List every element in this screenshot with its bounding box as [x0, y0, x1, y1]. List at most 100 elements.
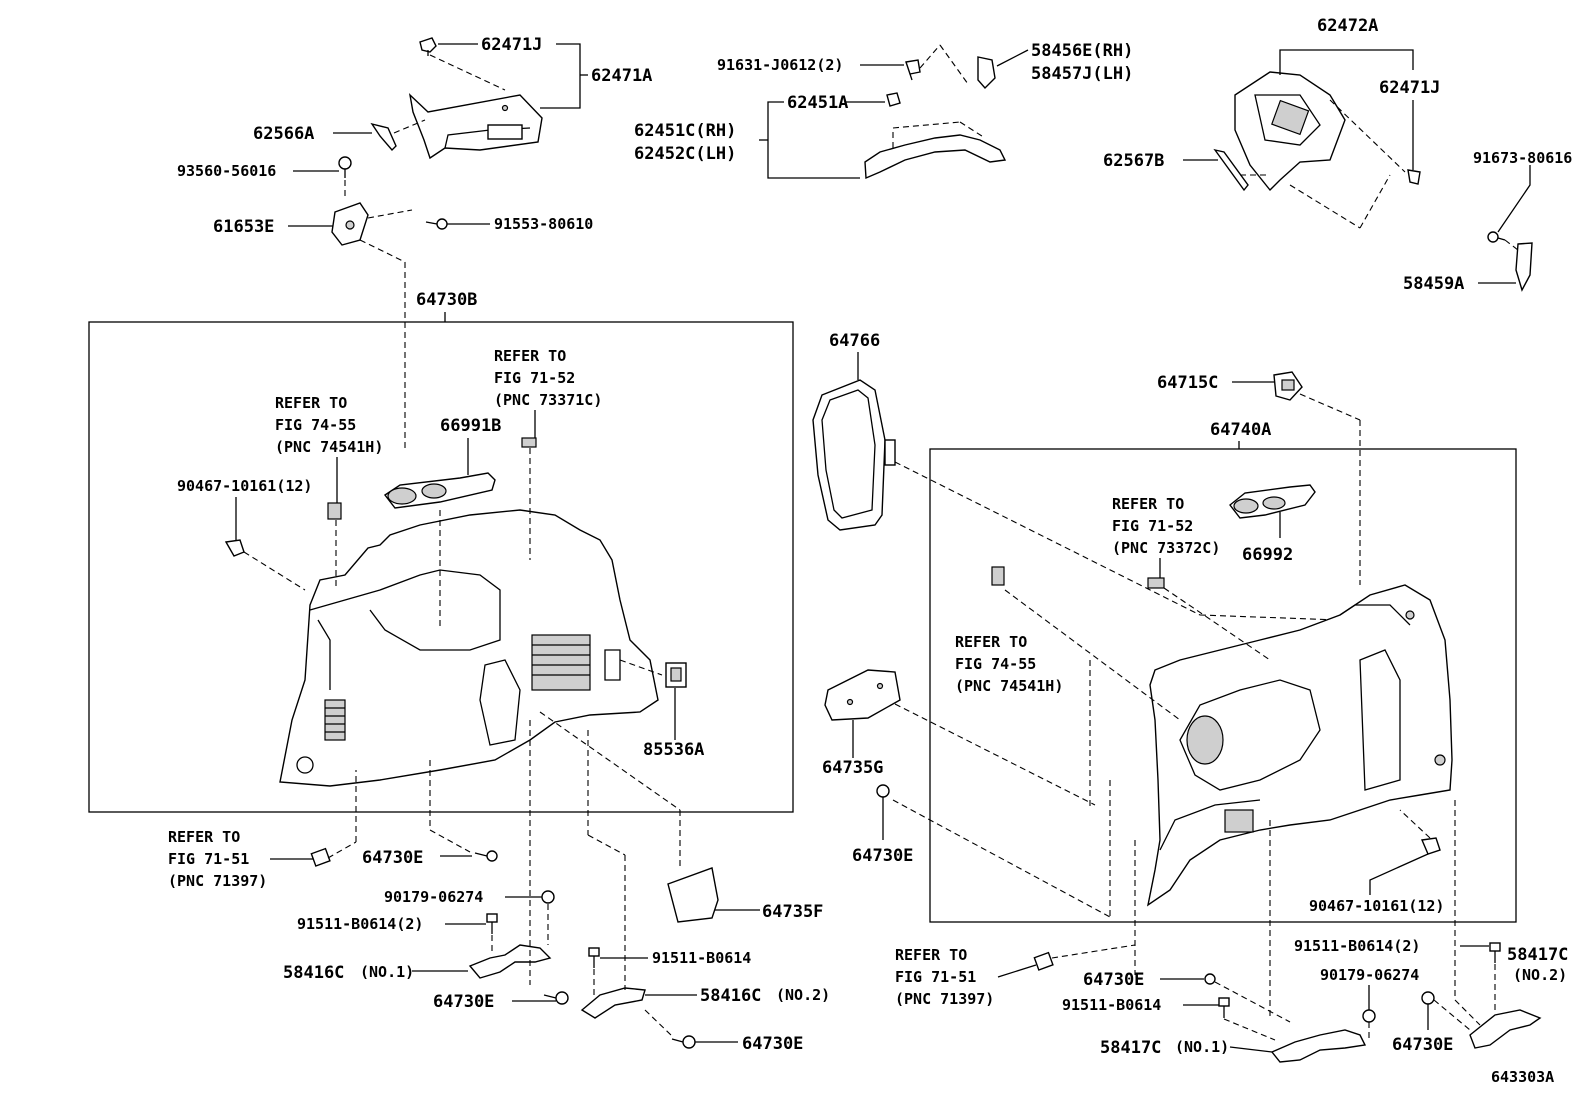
- label-64730E-right2: 64730E: [1392, 1035, 1453, 1055]
- label-58456E: 58456E(RH): [1031, 41, 1133, 61]
- label-91511-B0614-right: 91511-B0614: [1062, 996, 1161, 1014]
- ref-71397-right-l3: (PNC 71397): [895, 990, 994, 1008]
- nut-90179-left: [541, 890, 555, 904]
- label-62471J-top: 62471J: [481, 35, 542, 55]
- clip-73371C: [521, 437, 537, 448]
- label-64730E-left2: 64730E: [433, 992, 494, 1012]
- label-85536A: 85536A: [643, 740, 704, 760]
- label-58417C-no2-sub: (NO.2): [1513, 966, 1567, 984]
- clip-58456E: [977, 56, 996, 90]
- bracket-58417C-no1: [1270, 1029, 1367, 1063]
- clip-64730E-mid: [876, 784, 890, 808]
- label-58457J: 58457J(LH): [1031, 64, 1133, 84]
- ref-71397-left-l1: REFER TO: [168, 828, 240, 846]
- bolt-91511-left2: [486, 913, 498, 934]
- clip-90467-right: [1420, 837, 1441, 855]
- ref-74541H-right-l2: FIG 74-55: [955, 655, 1036, 673]
- label-91673-80616: 91673-80616: [1473, 149, 1572, 167]
- label-58459A: 58459A: [1403, 274, 1464, 294]
- label-58417C-no1: 58417C: [1100, 1038, 1161, 1058]
- label-58417C-no1-sub: (NO.1): [1175, 1038, 1229, 1056]
- clip-91631: [905, 59, 921, 81]
- label-62452C: 62452C(LH): [634, 144, 736, 164]
- label-62472A: 62472A: [1317, 16, 1378, 36]
- clip-74541H-right: [991, 566, 1005, 586]
- label-91511-B0614-right2: 91511-B0614(2): [1294, 937, 1420, 955]
- label-64715C: 64715C: [1157, 373, 1218, 393]
- clip-62567B: [1213, 148, 1249, 192]
- cover-64715C: [1273, 371, 1303, 401]
- label-64730B: 64730B: [416, 290, 477, 310]
- label-91631-J0612: 91631-J0612(2): [717, 56, 843, 74]
- ref-71397-left-l2: FIG 71-51: [168, 850, 249, 868]
- plug-85536A: [665, 662, 687, 688]
- label-64730E-left3: 64730E: [742, 1034, 803, 1054]
- bolt-91511-right2: [1489, 942, 1501, 963]
- label-64735F: 64735F: [762, 902, 823, 922]
- clip-62471J-top: [419, 37, 437, 56]
- label-64730E-left1: 64730E: [362, 848, 423, 868]
- bracket-61653E: [331, 202, 369, 246]
- pillar-garnish-62451C: [864, 121, 1007, 180]
- ref-74541H-left-l3: (PNC 74541H): [275, 438, 383, 456]
- label-58416C-no2-sub: (NO.2): [776, 986, 830, 1004]
- ref-73371C-l1: REFER TO: [494, 347, 566, 365]
- screw-93560: [338, 156, 352, 178]
- clip-62566A: [370, 122, 397, 152]
- label-90467-10161-right: 90467-10161(12): [1309, 897, 1444, 915]
- upper-trim-62472A: [1234, 71, 1346, 192]
- ref-74541H-right-l1: REFER TO: [955, 633, 1027, 651]
- right-assembly-box: [929, 448, 1517, 923]
- label-90179-06274-right: 90179-06274: [1320, 966, 1419, 984]
- ref-73372C-l2: FIG 71-52: [1112, 517, 1193, 535]
- bracket-58459A: [1515, 242, 1533, 292]
- label-64730E-right1: 64730E: [1083, 970, 1144, 990]
- label-61653E: 61653E: [213, 217, 274, 237]
- ref-74541H-left-l2: FIG 74-55: [275, 416, 356, 434]
- label-66991B: 66991B: [440, 416, 501, 436]
- nut-90179-right: [1362, 1009, 1376, 1023]
- label-91511-B0614-left2: 91511-B0614(2): [297, 915, 423, 933]
- label-64730E-mid: 64730E: [852, 846, 913, 866]
- clip-90467-left: [224, 539, 245, 557]
- label-66992: 66992: [1242, 545, 1293, 565]
- clip-62451A: [886, 92, 901, 107]
- pin-64730E-left3: [671, 1035, 696, 1049]
- label-62471J-right: 62471J: [1379, 78, 1440, 98]
- ref-73372C-l1: REFER TO: [1112, 495, 1184, 513]
- ref-74541H-left-l1: REFER TO: [275, 394, 347, 412]
- label-58417C-no2: 58417C: [1507, 945, 1568, 965]
- bracket-58416C-no1: [468, 944, 552, 979]
- bolt-91511-right: [1218, 997, 1230, 1018]
- pin-64730E-left1: [474, 850, 498, 862]
- clip-74541H-left: [327, 502, 342, 520]
- ref-71397-left-l3: (PNC 71397): [168, 872, 267, 890]
- label-58416C-no1-sub: (NO.1): [360, 963, 414, 981]
- cup-holder-66991B: [383, 472, 496, 509]
- pin-64730E-right2: [1421, 991, 1435, 1005]
- left-assembly-box: [88, 321, 794, 813]
- label-90179-06274-left: 90179-06274: [384, 888, 483, 906]
- piece-64735F: [667, 867, 719, 923]
- bolt-91673: [1487, 231, 1506, 243]
- label-64766: 64766: [829, 331, 880, 351]
- bolt-91511-left: [588, 947, 600, 968]
- quarter-trim-panel-right: [1146, 584, 1453, 907]
- label-58416C-no2: 58416C: [700, 986, 761, 1006]
- clip-71397-right: [1033, 951, 1054, 971]
- label-62566A: 62566A: [253, 124, 314, 144]
- clip-73372C: [1147, 577, 1165, 589]
- label-62567B: 62567B: [1103, 151, 1164, 171]
- figure-id: 643303A: [1491, 1068, 1554, 1086]
- ref-73371C-l2: FIG 71-52: [494, 369, 575, 387]
- label-91553-80610: 91553-80610: [494, 215, 593, 233]
- label-62451A: 62451A: [787, 93, 848, 113]
- clip-71397-left: [310, 847, 331, 867]
- upper-trim-62471A: [408, 93, 543, 160]
- label-58416C-no1: 58416C: [283, 963, 344, 983]
- bolt-91553: [425, 218, 448, 230]
- label-62471A: 62471A: [591, 66, 652, 86]
- ref-73372C-l3: (PNC 73372C): [1112, 539, 1220, 557]
- label-91511-B0614-left: 91511-B0614: [652, 949, 751, 967]
